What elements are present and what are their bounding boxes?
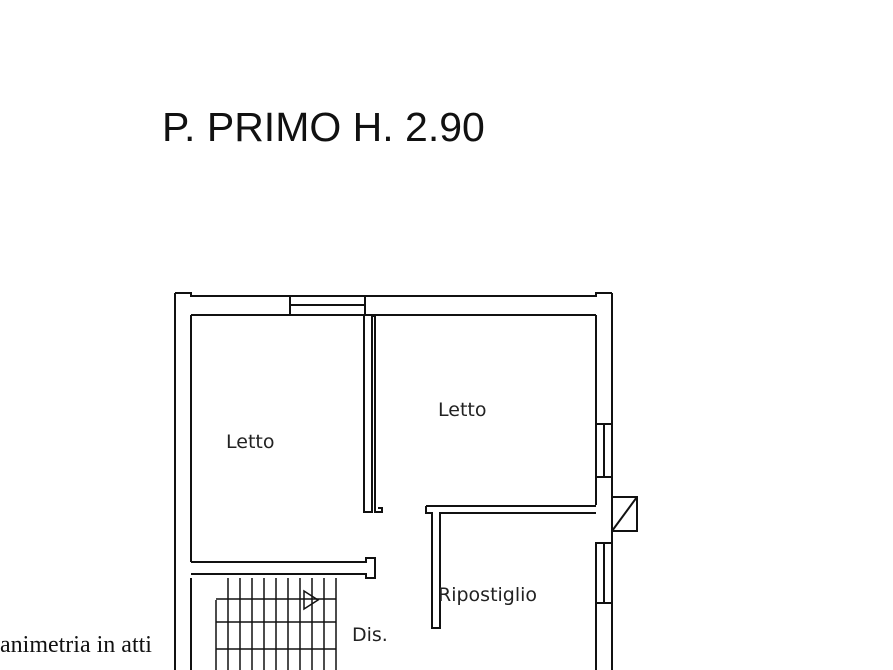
outer-wall-right <box>595 293 613 670</box>
stairs <box>215 578 337 670</box>
partition-bedrooms <box>363 315 375 513</box>
partition-left-bottom <box>191 557 376 579</box>
outer-wall-top <box>175 292 612 297</box>
room-label-letto-left: Letto <box>226 431 275 453</box>
room-label-letto-right: Letto <box>438 399 487 421</box>
stairs-arrow <box>303 589 320 611</box>
outer-wall-left <box>174 293 192 670</box>
room-label-disimpegno: Dis. <box>352 624 388 646</box>
shaft <box>611 496 638 532</box>
caption-text: animetria in atti <box>0 632 152 658</box>
plan-title: P. PRIMO H. 2.90 <box>162 104 485 150</box>
partition-ripostiglio <box>425 505 596 629</box>
room-label-ripostiglio: Ripostiglio <box>438 584 538 606</box>
